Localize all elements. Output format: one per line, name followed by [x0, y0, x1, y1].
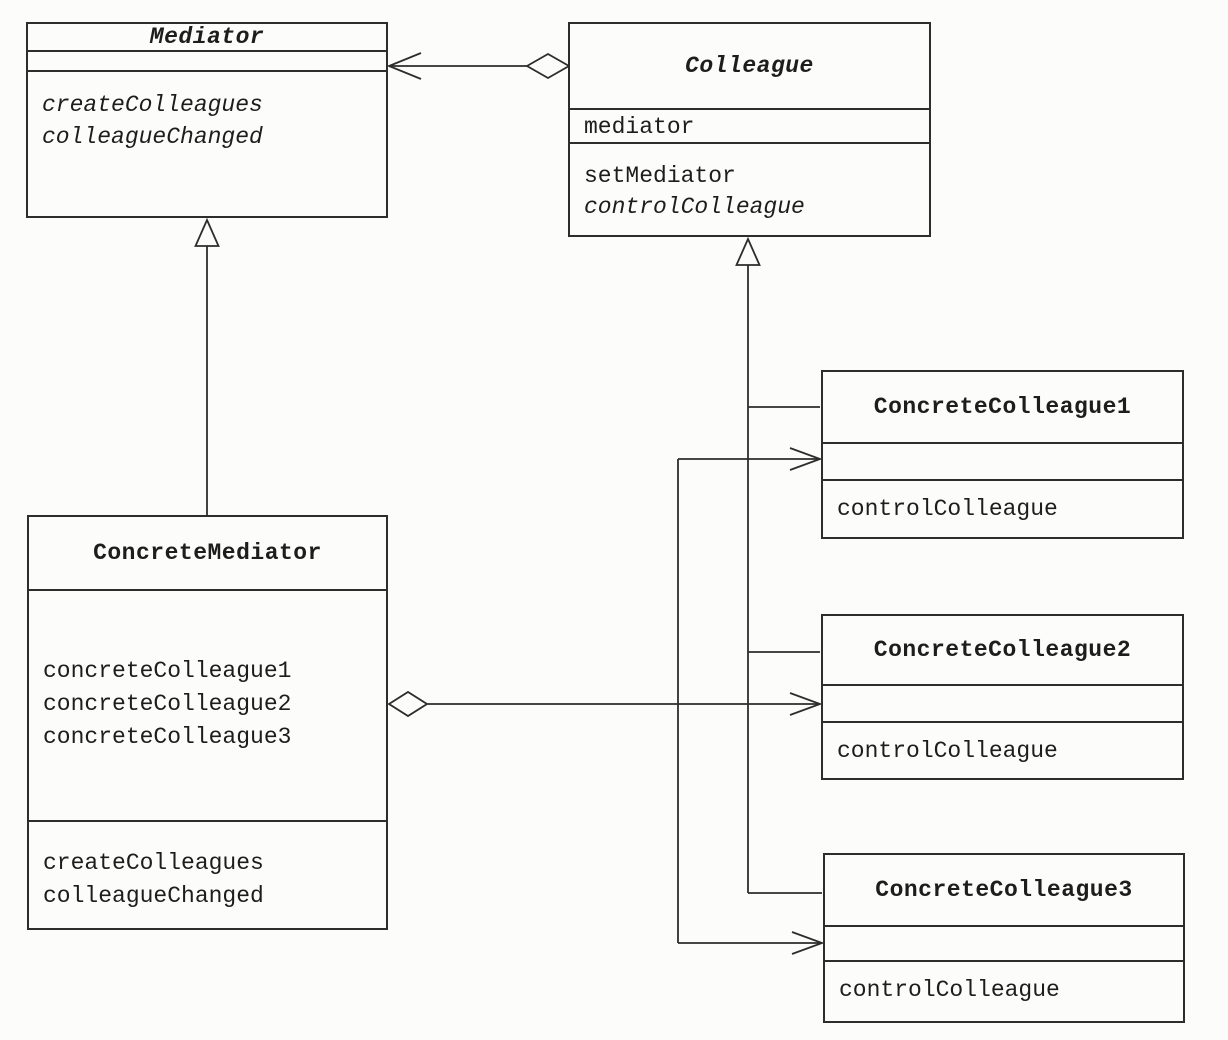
class-concrete-colleague1-methods: controlColleague [823, 479, 1182, 525]
open-arrowhead-icon [791, 931, 825, 955]
open-arrowhead-icon [789, 692, 823, 716]
method-controlColleague: controlColleague [584, 194, 805, 220]
aggregation-diamond-icon [525, 52, 571, 80]
class-concrete-colleague1-attributes [823, 442, 1182, 479]
class-mediator-attributes [28, 50, 386, 70]
method-createColleagues: createColleagues [43, 850, 264, 876]
aggregation-diamond-icon [387, 690, 429, 718]
inheritance-triangle-icon [735, 236, 761, 266]
class-concrete-colleague3-attributes [825, 925, 1183, 960]
attribute-concreteColleague1: concreteColleague1 [43, 658, 292, 684]
class-concrete-colleague3-methods: controlColleague [825, 960, 1183, 1006]
attribute-concreteColleague2: concreteColleague2 [43, 691, 292, 717]
class-concrete-colleague2-methods: controlColleague [823, 721, 1182, 767]
class-concrete-mediator-title: ConcreteMediator [93, 540, 322, 566]
attribute-mediator: mediator [584, 114, 695, 140]
class-colleague-attributes: mediator [570, 108, 929, 142]
class-concrete-colleague3-title: ConcreteColleague3 [875, 877, 1133, 903]
inheritance-triangle-icon [194, 217, 220, 247]
class-concrete-mediator-attributes: concreteColleague1 concreteColleague2 co… [29, 589, 386, 820]
inheritance-colleagues-to-colleague [735, 236, 822, 894]
class-mediator: Mediator createColleagues colleagueChang… [26, 22, 388, 218]
aggregation-concretemediator-to-colleagues [387, 447, 825, 955]
open-arrowhead-icon [386, 52, 422, 80]
class-mediator-methods: createColleagues colleagueChanged [28, 70, 386, 153]
class-concrete-colleague2-title: ConcreteColleague2 [873, 637, 1132, 663]
class-concrete-colleague1: ConcreteColleague1 controlColleague [821, 370, 1184, 539]
inheritance-concretemediator-to-mediator [194, 217, 220, 515]
class-mediator-title: Mediator [149, 24, 265, 50]
class-concrete-mediator: ConcreteMediator concreteColleague1 conc… [27, 515, 388, 930]
class-colleague: Colleague mediator setMediator controlCo… [568, 22, 931, 237]
class-concrete-colleague1-title: ConcreteColleague1 [873, 394, 1132, 420]
method-createColleagues: createColleagues [42, 92, 263, 118]
method-controlColleague: controlColleague [839, 977, 1060, 1003]
class-concrete-colleague2-attributes [823, 684, 1182, 721]
method-controlColleague: controlColleague [837, 496, 1058, 522]
method-colleagueChanged: colleagueChanged [43, 883, 264, 909]
class-colleague-methods: setMediator controlColleague [570, 142, 929, 223]
method-setMediator: setMediator [584, 163, 736, 189]
class-colleague-title: Colleague [685, 53, 814, 79]
class-concrete-colleague2: ConcreteColleague2 controlColleague [821, 614, 1184, 780]
method-colleagueChanged: colleagueChanged [42, 124, 263, 150]
method-controlColleague: controlColleague [837, 738, 1058, 764]
open-arrowhead-icon [789, 447, 823, 471]
class-concrete-mediator-methods: createColleagues colleagueChanged [29, 820, 386, 913]
class-concrete-colleague3: ConcreteColleague3 controlColleague [823, 853, 1185, 1023]
aggregation-colleague-to-mediator [386, 52, 571, 80]
attribute-concreteColleague3: concreteColleague3 [43, 724, 292, 750]
